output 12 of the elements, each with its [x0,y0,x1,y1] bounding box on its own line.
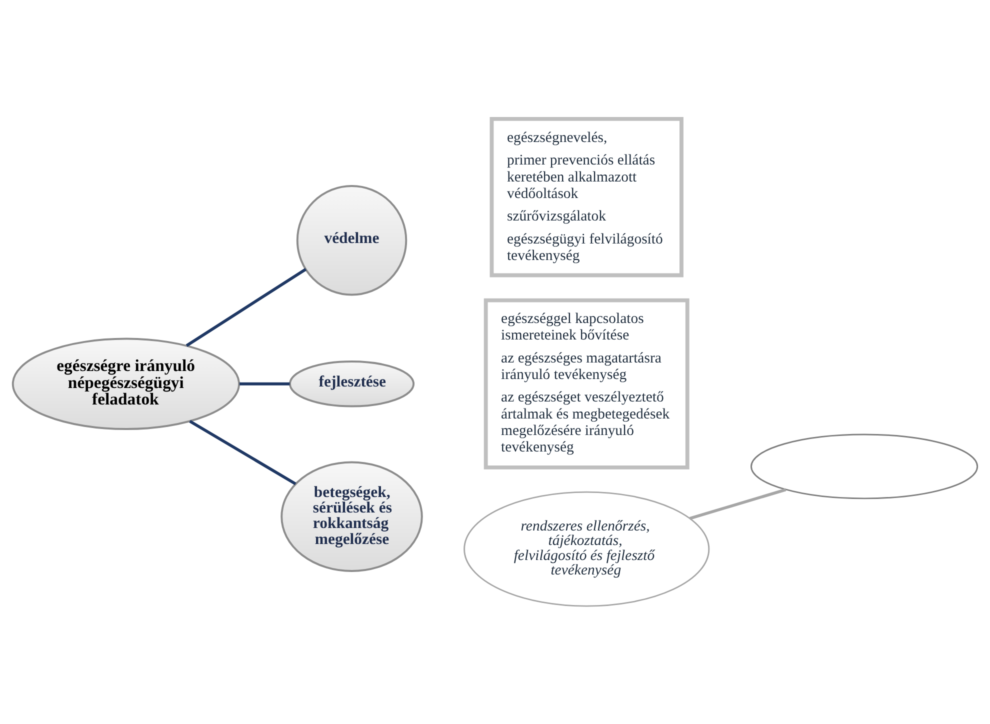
node-box: egészséggel kapcsolatos ismereteinek bővítése az egészséges magatartásra irányuló tevékenység az egészséget veszélyeztető ártalmak és megbetegedések megelőzésére irányuló tevékenység [484,298,690,469]
node-ellipse: egészségre irányuló népegészségügyi feladatok [12,337,240,430]
node-ellipse: rendszeres ellenőrzés, tájékoztatás, felvilágosító és fejlesztő tevékenység [464,490,710,606]
node-box: egészségnevelés, primer prevenciós ellátás keretében alkalmazott védőoltások szűrővizsgálatok egészségügyi felvilágosító tevékenység [490,116,684,277]
connector [689,488,786,520]
node-ellipse: betegségek, sérülések és rokkantság megelőzése [280,460,423,572]
node-ellipse: fejlesztése [288,360,415,407]
node-circle: védelme [296,184,408,296]
node-ellipse [750,433,978,499]
connector [240,382,290,385]
connector [189,419,296,485]
connector [186,267,307,346]
